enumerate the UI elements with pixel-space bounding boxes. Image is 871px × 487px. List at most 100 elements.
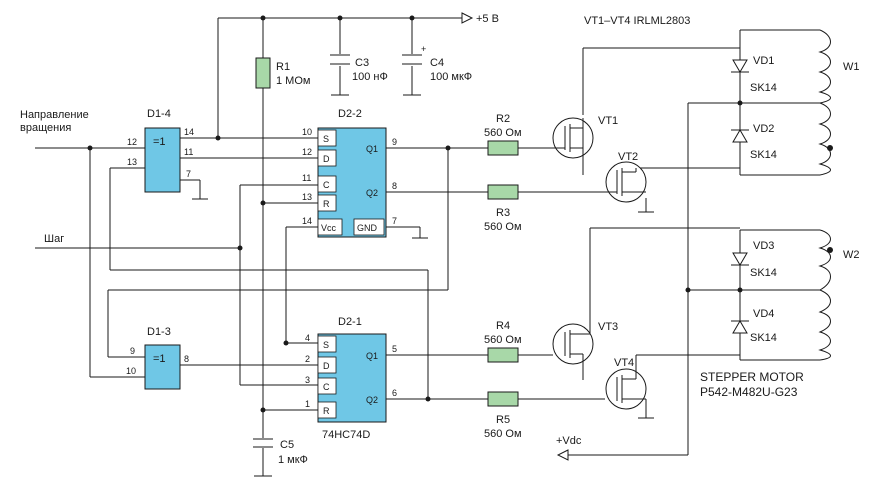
vd2-name: VD2 <box>753 123 774 135</box>
w2-label: W2 <box>843 249 860 261</box>
r1-name: R1 <box>276 61 290 73</box>
vd1-part: SK14 <box>750 82 777 94</box>
r1-value: 1 МОм <box>276 75 310 87</box>
r3-name: R3 <box>496 207 510 219</box>
r5-resistor <box>487 391 519 407</box>
d2-1-name: D2-1 <box>338 316 362 328</box>
d2-2-name: D2-2 <box>338 108 362 120</box>
r2-value: 560 Ом <box>484 127 522 139</box>
c5-value: 1 мкФ <box>278 454 308 466</box>
d2-1-label-r: R <box>323 406 330 416</box>
d2-2-pin-7: 7 <box>392 216 397 226</box>
r3-resistor <box>487 184 519 200</box>
vd3-name: VD3 <box>753 240 774 252</box>
vt4-label: VT4 <box>614 357 634 369</box>
w2-winding-icon <box>818 229 831 361</box>
direction-label-2: вращения <box>20 122 71 134</box>
d1-4-pin-13: 13 <box>127 157 137 167</box>
c3-capacitor <box>330 54 350 65</box>
transistors-title: VT1–VT4 IRLML2803 <box>584 15 690 27</box>
d2-1-label-d: D <box>323 361 330 371</box>
d2-2-pin-13: 13 <box>302 192 312 202</box>
vt4-transistor-icon <box>605 355 647 410</box>
vcc-arrow-icon <box>461 12 474 24</box>
d1-3-chip <box>144 344 181 390</box>
vt1-transistor-icon <box>552 117 594 159</box>
r5-name: R5 <box>496 414 510 426</box>
d1-4-pin-12: 12 <box>127 137 137 147</box>
d2-1-pin-2: 2 <box>305 354 310 364</box>
d2-2-pin-11: 11 <box>302 173 311 183</box>
wires <box>35 17 820 477</box>
d1-3-name: D1-3 <box>147 326 171 338</box>
d2-1-label-c: C <box>323 382 330 392</box>
c5-name: C5 <box>280 439 294 451</box>
d2-1-part: 74HC74D <box>322 429 370 441</box>
d2-2-label-gnd: GND <box>357 223 378 233</box>
d1-3-func: =1 <box>153 353 166 365</box>
direction-label: Направление <box>20 109 89 121</box>
d2-2-label-r: R <box>323 199 330 209</box>
d2-2-label-s: S <box>323 134 329 144</box>
vt2-transistor-icon <box>605 161 647 203</box>
motor-label-1: STEPPER MOTOR <box>700 370 804 384</box>
motor-label-2: P542-M482U-G23 <box>700 385 798 399</box>
d2-2-label-q2: Q2 <box>366 188 378 198</box>
d1-3-pin-8: 8 <box>184 354 189 364</box>
vd4-diode-icon <box>731 320 749 334</box>
d2-2-pin-14: 14 <box>302 216 312 226</box>
vt2-label: VT2 <box>618 151 638 163</box>
d1-4-chip <box>144 127 181 193</box>
step-label: Шаг <box>44 233 64 245</box>
c4-name: C4 <box>430 57 444 69</box>
d1-4-pin-14: 14 <box>184 127 194 137</box>
d2-1-pin-6: 6 <box>392 388 397 398</box>
vd3-diode-icon <box>731 252 749 266</box>
vd3-part: SK14 <box>750 267 777 279</box>
vt3-transistor-icon <box>552 322 594 365</box>
vd2-diode-icon <box>731 129 749 143</box>
r4-value: 560 Ом <box>484 334 522 346</box>
d2-1-label-s: S <box>323 340 329 350</box>
vd1-diode-icon <box>731 59 749 73</box>
d2-2-label-c: C <box>323 180 330 190</box>
d2-2-label-vcc: Vcc <box>321 223 337 233</box>
d2-1-pin-5: 5 <box>392 344 397 354</box>
vdc-arrow-icon <box>556 449 569 461</box>
vcc-label: +5 В <box>476 13 499 25</box>
d2-2-label-d: D <box>323 154 330 164</box>
d2-2-pin-10: 10 <box>302 127 312 137</box>
d1-4-pin-11: 11 <box>184 147 193 157</box>
w1-label: W1 <box>843 61 860 73</box>
c4-capacitor <box>402 54 422 65</box>
d2-2-label-q1: Q1 <box>366 144 378 154</box>
d1-4-pin-7: 7 <box>186 169 191 179</box>
vd1-name: VD1 <box>753 55 774 67</box>
d2-2-pin-8: 8 <box>392 181 397 191</box>
c4-polarity: + <box>421 44 426 54</box>
d2-1-label-q2: Q2 <box>366 395 378 405</box>
d2-2-pin-9: 9 <box>392 137 397 147</box>
d2-1-pin-3: 3 <box>305 375 310 385</box>
d2-1-label-q1: Q1 <box>366 351 378 361</box>
d2-1-pin-4: 4 <box>305 333 310 343</box>
junction-dots <box>87 15 833 413</box>
r2-resistor <box>487 140 519 156</box>
vt3-label: VT3 <box>598 321 618 333</box>
d2-2-pin-12: 12 <box>302 147 312 157</box>
c3-value: 100 нФ <box>352 71 388 83</box>
d2-1-pin-1: 1 <box>305 399 310 409</box>
d1-3-pin-9: 9 <box>130 346 135 356</box>
d1-4-func: =1 <box>153 136 166 148</box>
d1-3-pin-10: 10 <box>126 366 136 376</box>
vt1-label: VT1 <box>598 115 618 127</box>
w1-winding-icon <box>818 29 831 176</box>
r1-resistor <box>255 57 271 89</box>
r5-value: 560 Ом <box>484 428 522 440</box>
d1-4-name: D1-4 <box>147 108 171 120</box>
c5-capacitor <box>253 438 273 448</box>
c3-name: C3 <box>355 57 369 69</box>
r4-resistor <box>487 347 519 363</box>
vdc-label: +Vdc <box>556 435 582 447</box>
